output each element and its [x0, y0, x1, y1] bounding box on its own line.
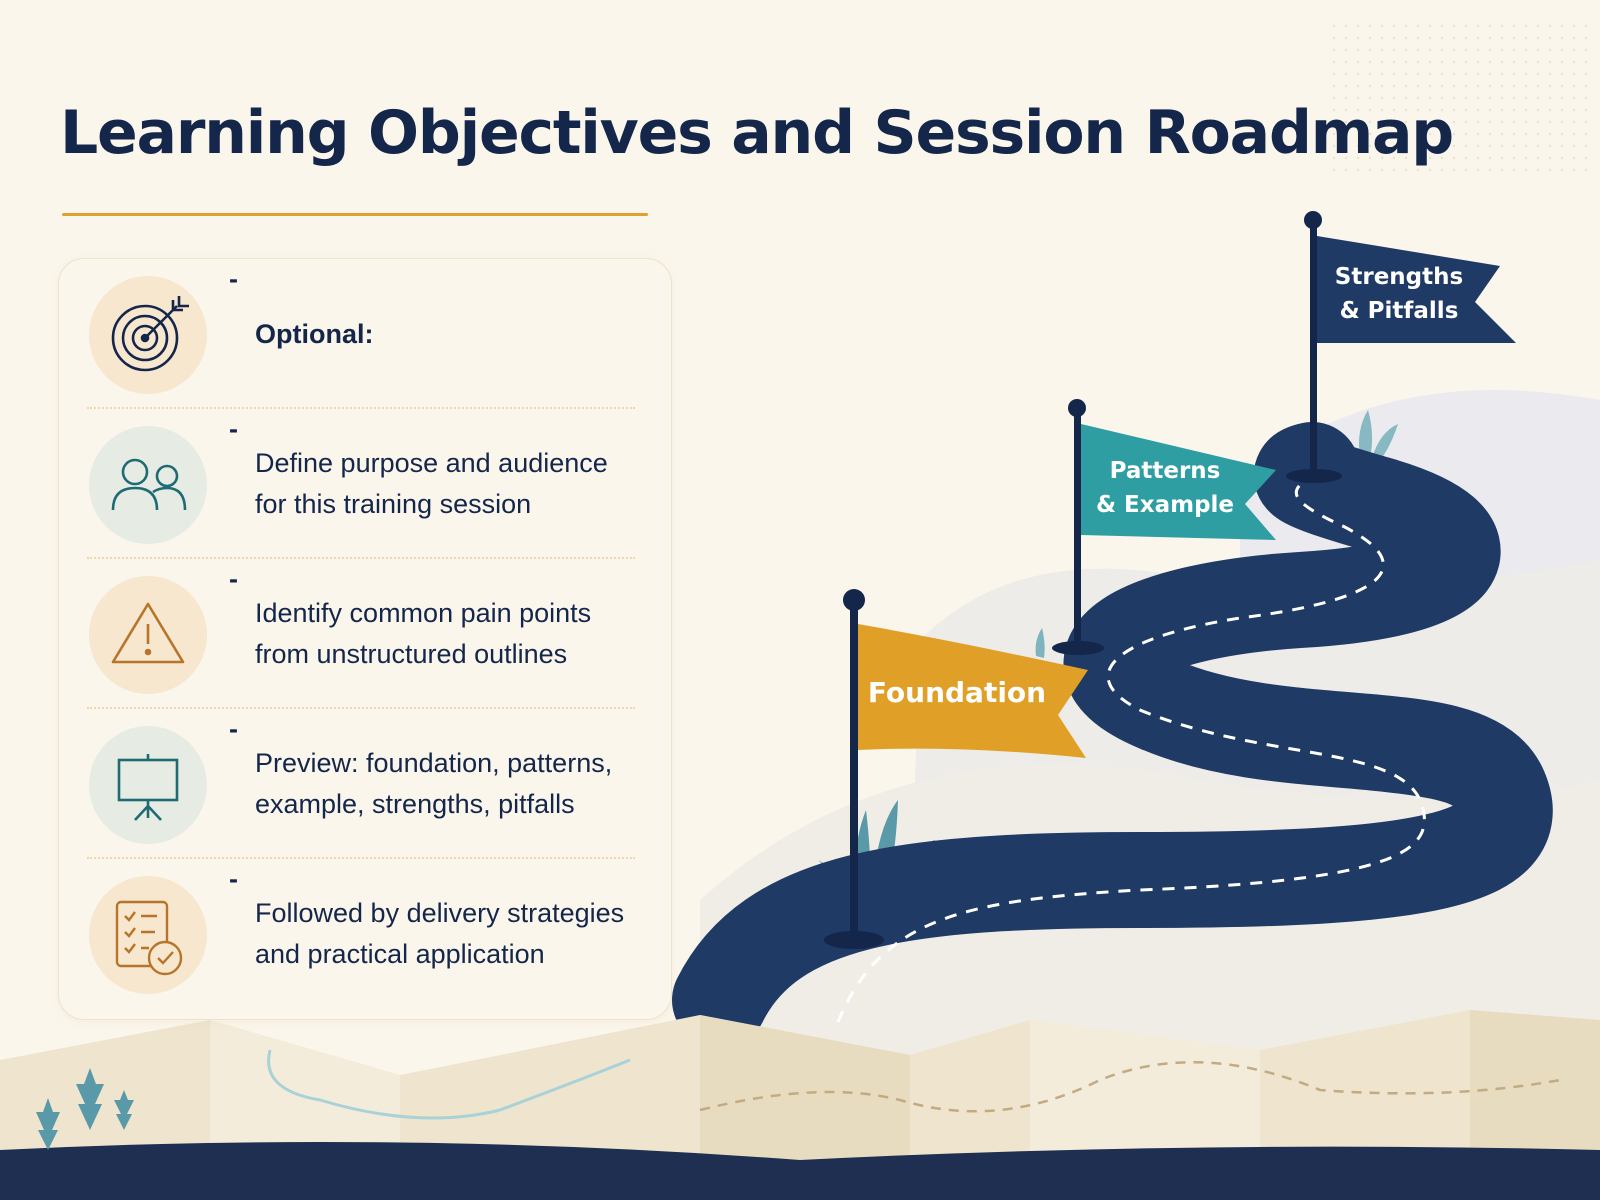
road	[672, 422, 1553, 1048]
page-title: Learning Objectives and Session Roadmap	[60, 98, 1454, 168]
objective-text: - Followed by delivery strategies and pr…	[229, 859, 625, 1009]
checklist-icon	[89, 876, 207, 994]
divider	[87, 557, 635, 559]
title-underline	[62, 213, 648, 216]
objective-label: Optional:	[255, 318, 374, 349]
flag-foundation	[824, 589, 1088, 949]
flag-strengths-pitfalls	[1286, 211, 1516, 483]
objective-text: - Identify common pain points from unstr…	[229, 559, 615, 709]
bullet-marker: -	[229, 564, 238, 594]
flag-patterns-example	[1052, 399, 1276, 655]
target-icon	[89, 276, 207, 394]
flag-label-line: & Example	[1095, 492, 1235, 518]
divider	[87, 707, 635, 709]
divider	[87, 407, 635, 409]
road-center-line	[836, 483, 1426, 1023]
objective-label: Identify common pain points from unstruc…	[255, 598, 592, 669]
bullet-marker: -	[229, 414, 238, 444]
people-icon	[89, 426, 207, 544]
folded-map	[0, 1010, 1600, 1200]
objective-label: Followed by delivery strategies and prac…	[255, 898, 625, 969]
presentation-board-icon	[89, 726, 207, 844]
flag-label-foundation: Foundation	[867, 676, 1047, 709]
plant-icon-mid	[1035, 628, 1045, 658]
bullet-marker: -	[229, 264, 238, 294]
objective-text: - Define purpose and audience for this t…	[229, 409, 615, 559]
tree-icon	[36, 1068, 134, 1150]
objective-text: - Optional:	[229, 259, 374, 409]
objective-row: - Identify common pain points from unstr…	[59, 559, 671, 709]
objective-text: - Preview: foundation, patterns, example…	[229, 709, 625, 859]
objectives-card: - Optional: - Define purpose and audienc…	[58, 258, 672, 1020]
bullet-marker: -	[229, 714, 238, 744]
flag-label-strengths-pitfalls: Strengths & Pitfalls	[1324, 260, 1474, 328]
flag-label-line: Patterns	[1109, 458, 1221, 484]
bullet-marker: -	[229, 864, 238, 894]
objective-row: - Preview: foundation, patterns, example…	[59, 709, 671, 859]
flag-label-line: Strengths	[1334, 264, 1464, 290]
objective-row: - Followed by delivery strategies and pr…	[59, 859, 671, 1009]
warning-icon	[89, 576, 207, 694]
objective-row: - Optional:	[59, 259, 671, 409]
flag-label-line: & Pitfalls	[1339, 298, 1459, 324]
dot-texture	[1330, 20, 1590, 180]
objective-row: - Define purpose and audience for this t…	[59, 409, 671, 559]
flag-label-patterns-example: Patterns & Example	[1090, 454, 1240, 522]
divider	[87, 857, 635, 859]
objective-label: Define purpose and audience for this tra…	[255, 448, 608, 519]
objective-label: Preview: foundation, patterns, example, …	[255, 748, 613, 819]
